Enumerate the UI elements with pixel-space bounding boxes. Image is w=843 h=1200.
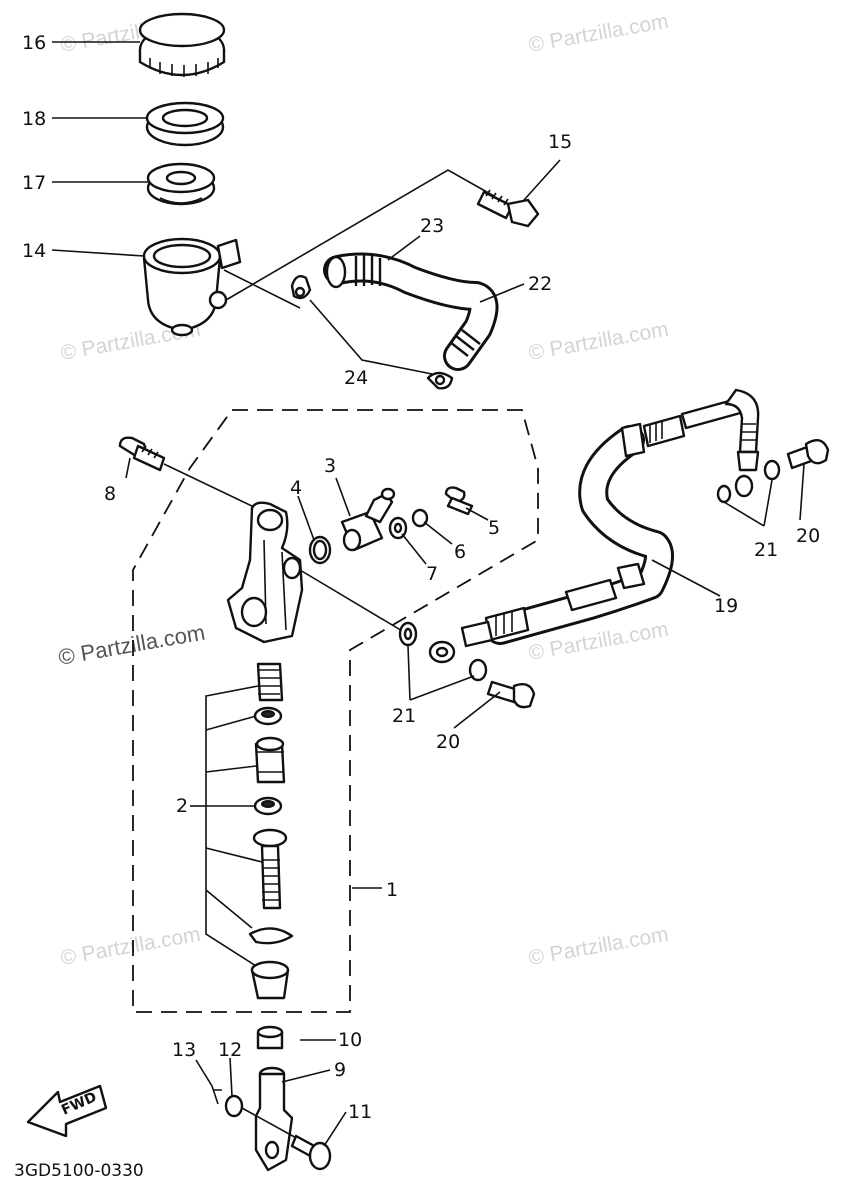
- pin-axis-line: [241, 1107, 301, 1141]
- washer-21-lower: [398, 621, 488, 682]
- washer-12: [224, 1094, 244, 1118]
- callout-16: 16: [22, 32, 46, 54]
- bolt-8-leader: [163, 463, 257, 509]
- screw-5: [444, 486, 474, 516]
- callout-12: 12: [218, 1039, 242, 1061]
- callout-23: 23: [420, 215, 444, 237]
- bracket-2: [205, 685, 263, 967]
- o-ring-4: [308, 535, 332, 565]
- cotter-pin-13: [211, 1085, 222, 1105]
- bolt-leader-line: [225, 169, 495, 301]
- callout-9: 9: [334, 1059, 346, 1081]
- master-cylinder-body: [226, 501, 304, 644]
- body-union-leader: [299, 569, 405, 633]
- callout-13: 13: [172, 1039, 196, 1061]
- callout-10: 10: [338, 1029, 362, 1051]
- hose-joint-3: [340, 487, 396, 552]
- callout-3: 3: [324, 455, 336, 477]
- circlip: [248, 927, 294, 945]
- callout-1: 1: [386, 879, 398, 901]
- boot: [250, 960, 290, 1000]
- hose-clip: [290, 275, 454, 390]
- callout-20-upper: 20: [796, 525, 820, 547]
- reservoir-cap: [138, 12, 226, 77]
- clip-leader-line: [309, 299, 433, 375]
- callout-21-lower: 21: [392, 705, 416, 727]
- bolt-20-lower: [486, 680, 536, 709]
- piston: [254, 736, 286, 784]
- washer-7: [388, 516, 408, 540]
- watermark: © Partzilla.com: [527, 10, 670, 57]
- pin-11: [290, 1134, 332, 1171]
- callout-14: 14: [22, 240, 46, 262]
- callout-21-upper: 21: [754, 539, 778, 561]
- watermark: © Partzilla.com: [527, 318, 670, 365]
- callout-5: 5: [488, 517, 500, 539]
- bolt-8: [118, 436, 166, 472]
- watermark: © Partzilla.com: [527, 923, 670, 970]
- diaphragm-holder: [145, 101, 225, 147]
- callout-24: 24: [344, 367, 368, 389]
- callout-2: 2: [176, 795, 188, 817]
- callout-15: 15: [548, 131, 572, 153]
- cup-seal: [253, 706, 283, 726]
- callout-8: 8: [104, 483, 116, 505]
- bolt-20-upper: [786, 438, 830, 470]
- callout-22: 22: [528, 273, 552, 295]
- washer-6: [411, 508, 429, 528]
- callout-20-lower: 20: [436, 731, 460, 753]
- callout-4: 4: [290, 477, 302, 499]
- spring: [256, 662, 284, 702]
- diagram-code: 3GD5100-0330: [14, 1161, 144, 1181]
- nut-10: [256, 1025, 284, 1050]
- brake-hose-19: [428, 388, 760, 664]
- callout-18: 18: [22, 108, 46, 130]
- washers-21-upper: [716, 459, 781, 504]
- clevis-9: [254, 1066, 294, 1172]
- callout-7: 7: [426, 563, 438, 585]
- bolt-15: [476, 189, 540, 228]
- watermark-featured: © Partzilla.com: [57, 620, 207, 670]
- callout-11: 11: [348, 1101, 372, 1123]
- cup-seal-secondary: [253, 796, 283, 816]
- push-rod: [252, 828, 288, 910]
- fwd-arrow: FWD: [26, 1084, 108, 1138]
- callout-17: 17: [22, 172, 46, 194]
- reservoir-hose: [323, 252, 499, 371]
- callout-19: 19: [714, 595, 738, 617]
- reservoir-tank: [142, 237, 242, 337]
- callout-6: 6: [454, 541, 466, 563]
- assembly-outline: [132, 409, 539, 1013]
- tank-hose-leader: [223, 269, 301, 309]
- diaphragm: [146, 162, 216, 206]
- callout-labels: 16 18 17 14 15 23 22 24 8 3 4 5 6 7 21 2…: [22, 32, 820, 1123]
- watermark: © Partzilla.com: [59, 923, 202, 970]
- callout-leaders: [51, 41, 805, 1147]
